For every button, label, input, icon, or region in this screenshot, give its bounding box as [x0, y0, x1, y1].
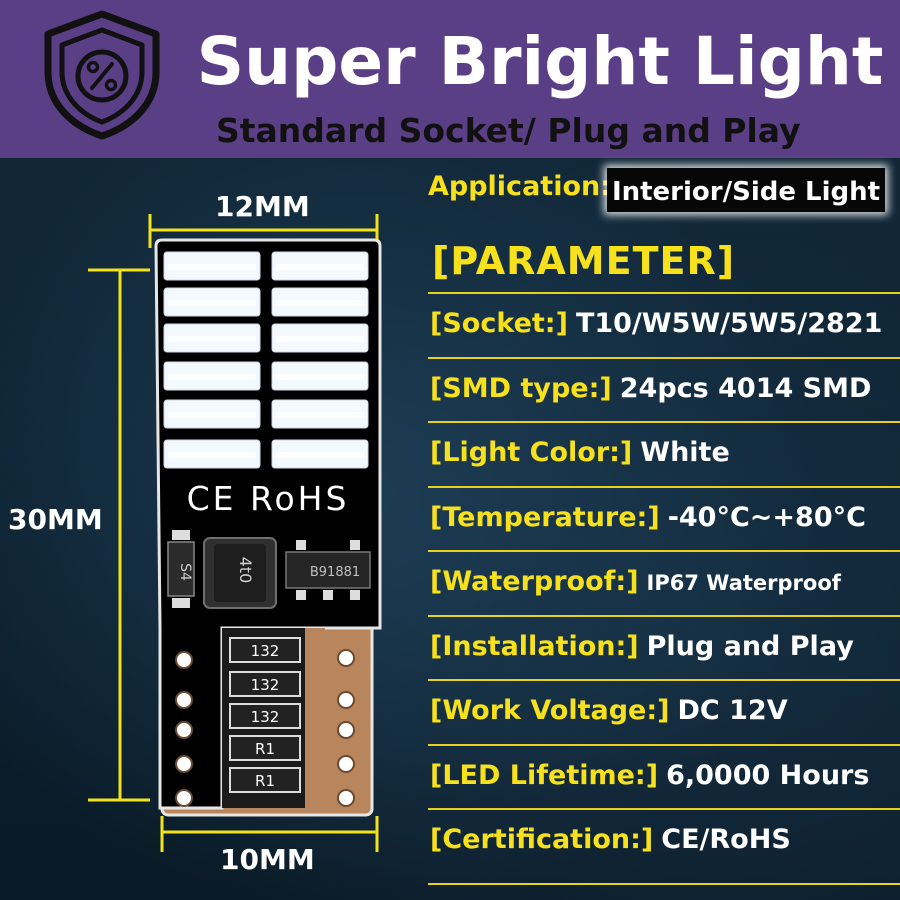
application-label: Application: — [428, 171, 612, 202]
parameter-value: T10/W5W/5W5/2821 — [575, 308, 883, 339]
parameter-key: [Temperature:] — [430, 501, 660, 533]
parameter-row-installation: [Installation:]Plug and Play — [428, 614, 900, 680]
application-value: Interior/Side Light — [607, 168, 885, 212]
parameter-key: [Installation:] — [430, 630, 639, 662]
parameter-row-light-color: [Light Color:]White — [428, 421, 900, 486]
dimension-lines — [88, 214, 379, 852]
resistor-label-2: 132 — [251, 676, 280, 694]
diode-marking: S4 — [177, 563, 193, 581]
resistor-label-5: R1 — [255, 772, 275, 790]
parameter-row-work-voltage: [Work Voltage:]DC 12V — [428, 679, 900, 744]
parameter-list: [Socket:]T10/W5W/5W5/2821 [SMD type:]24p… — [428, 292, 900, 873]
ic-marking: B91881 — [310, 565, 360, 580]
dimension-height: 30MM — [8, 503, 103, 536]
parameter-row-temperature: [Temperature:]-40°C~+80°C — [428, 485, 900, 551]
dimension-bottom-width: 10MM — [220, 843, 315, 876]
header-bar — [0, 0, 900, 158]
dimension-top-width: 12MM — [215, 190, 310, 223]
parameter-key: [Waterproof:] — [430, 566, 639, 597]
resistor-stack — [229, 637, 301, 793]
parameter-value: IP67 Waterproof — [646, 571, 841, 595]
parameter-value: 24pcs 4014 SMD — [619, 372, 872, 404]
parameter-value: DC 12V — [677, 695, 788, 726]
cert-marking: CE RoHS — [187, 479, 350, 518]
parameter-row-certification: [Certification:]CE/RoHS — [428, 808, 900, 873]
parameter-key: [Certification:] — [430, 824, 654, 855]
resistor-label-4: R1 — [255, 740, 275, 758]
parameter-heading: [PARAMETER] — [432, 239, 736, 283]
parameter-row-smd-type: [SMD type:]24pcs 4014 SMD — [428, 356, 900, 422]
divider — [428, 883, 900, 885]
inductor-marking: 4t0 — [236, 557, 255, 584]
parameter-row-socket: [Socket:]T10/W5W/5W5/2821 — [428, 292, 900, 357]
parameter-key: [SMD type:] — [430, 372, 612, 404]
parameter-row-waterproof: [Waterproof:] IP67 Waterproof — [428, 550, 900, 615]
resistor-label-1: 132 — [251, 642, 280, 660]
parameter-key: [Work Voltage:] — [430, 695, 670, 726]
parameter-row-led-lifetime: [LED Lifetime:]6,0000 Hours — [428, 743, 900, 809]
shield-percent-icon — [44, 10, 160, 140]
parameter-value: CE/RoHS — [661, 824, 791, 855]
parameter-value: Plug and Play — [646, 630, 854, 662]
contact-holes — [175, 649, 355, 807]
parameter-value: -40°C~+80°C — [667, 501, 866, 533]
parameter-key: [Light Color:] — [430, 437, 633, 468]
parameter-value: 6,0000 Hours — [666, 759, 870, 791]
parameter-key: [Socket:] — [430, 308, 568, 339]
parameter-key: [LED Lifetime:] — [430, 759, 659, 791]
page-title: Super Bright Light — [196, 23, 884, 100]
parameter-value: White — [640, 437, 730, 468]
resistor-label-3: 132 — [251, 708, 280, 726]
page-subtitle: Standard Socket/ Plug and Play — [216, 111, 801, 150]
